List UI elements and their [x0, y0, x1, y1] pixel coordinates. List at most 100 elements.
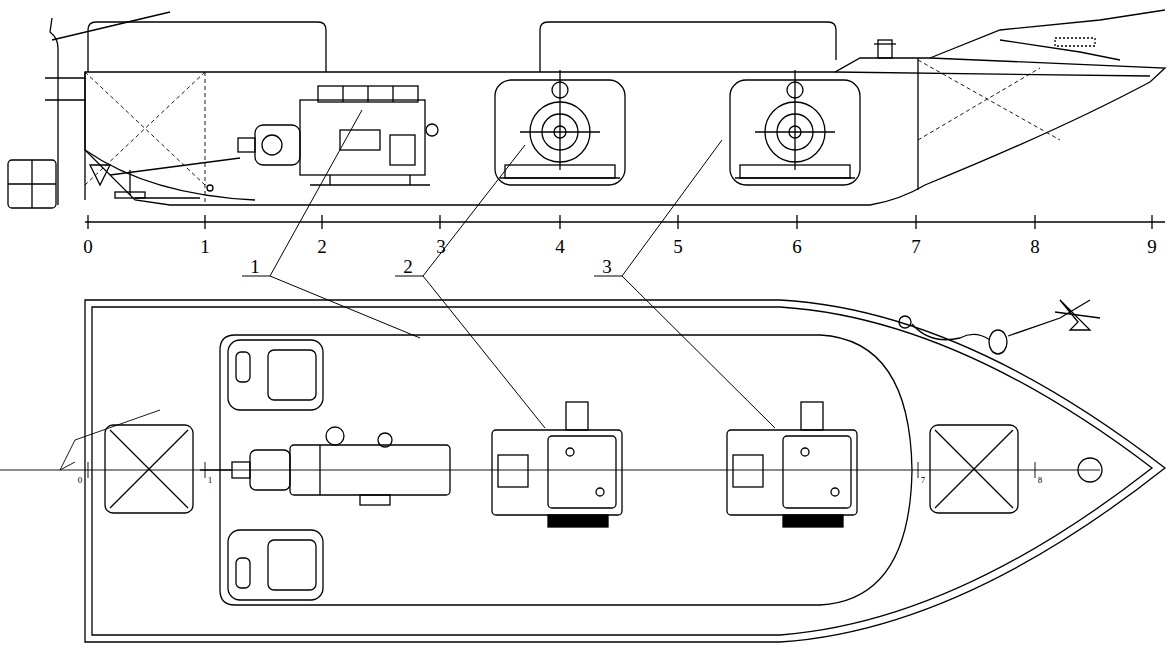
- side-engine: [390, 135, 415, 165]
- frame-scale: [1034, 215, 1035, 229]
- frame-scale: [915, 215, 916, 229]
- side-hull: [84, 72, 85, 200]
- side-railings: [930, 10, 1165, 58]
- side-engine: [426, 124, 438, 136]
- plan-cockpit: [236, 558, 250, 588]
- frame-number: 7: [911, 237, 921, 256]
- side-engine: [238, 86, 438, 185]
- frame-mark: 0: [78, 476, 83, 485]
- plan-hatches: [935, 430, 1013, 508]
- stern-mast: [52, 12, 170, 40]
- side-engine: [255, 125, 300, 165]
- leader-lines: [242, 110, 775, 428]
- side-bitt: [874, 43, 896, 44]
- side-hull: [85, 150, 255, 200]
- plan-winch-a: [566, 402, 588, 430]
- side-railings: [1055, 38, 1095, 46]
- plan-hatches: [110, 430, 188, 508]
- side-winch-a: [505, 165, 615, 178]
- callout-number: 1: [250, 257, 260, 276]
- plan-winch-b: [727, 430, 857, 515]
- plan-engine: [290, 445, 450, 495]
- frame-number: 6: [792, 237, 802, 256]
- frame-number: 9: [1147, 237, 1157, 256]
- plan-cockpit: [236, 352, 250, 382]
- leader-lines: [423, 145, 525, 276]
- plan-winch-a: [498, 455, 528, 487]
- frame-scale: [85, 221, 1165, 222]
- side-hull: [85, 58, 1165, 205]
- plan-bow-fittings: [1078, 458, 1102, 482]
- side-winch-a: [495, 70, 625, 185]
- plan-centerline: [88, 462, 89, 478]
- side-engine: [340, 130, 380, 150]
- plan-centerline: [0, 410, 1100, 478]
- plan-engine: [360, 495, 390, 505]
- plan-hatches: [935, 430, 1013, 508]
- plan-centerline: [60, 410, 160, 470]
- plan-cockpit: [268, 540, 316, 590]
- plan-engine: [378, 433, 392, 447]
- frame-scale: [204, 215, 205, 229]
- plan-centerline: [1035, 462, 1036, 478]
- side-engine: [409, 175, 410, 185]
- plan-centerline: [60, 462, 75, 470]
- callout-number: 3: [602, 257, 612, 276]
- frame-number: 2: [317, 237, 327, 256]
- plan-winch-b: [727, 402, 857, 527]
- side-engine: [392, 86, 393, 102]
- propeller-shaft: [90, 158, 240, 198]
- side-engine: [367, 86, 368, 102]
- side-bitt: [878, 40, 892, 58]
- plan-bow-fittings: [989, 330, 1007, 354]
- plan-engine: [319, 445, 320, 495]
- side-winch-a: [552, 82, 568, 98]
- frame-number: 1: [200, 237, 210, 256]
- plan-winch-a: [596, 488, 604, 496]
- plan-engine: [250, 450, 290, 490]
- plan-bow-fittings: [1008, 300, 1090, 336]
- frame-mark: 7: [921, 476, 926, 485]
- side-engine: [238, 138, 255, 152]
- side-frames: [918, 60, 1060, 140]
- side-engine: [318, 86, 418, 102]
- side-frames: [918, 68, 1040, 140]
- side-hull: [835, 72, 1150, 76]
- plan-winch-a: [548, 515, 608, 527]
- side-winch-b: [740, 165, 850, 178]
- plan-hatches: [105, 425, 193, 513]
- side-railings: [88, 22, 326, 72]
- side-hull: [85, 58, 1165, 205]
- plan-hull: [85, 300, 1165, 642]
- plan-bow-fittings: [899, 300, 1102, 482]
- side-winch-b: [794, 70, 795, 170]
- plan-bow-fittings: [899, 316, 911, 328]
- side-engine: [310, 184, 430, 185]
- plan-engine: [200, 427, 450, 505]
- plan-hull: [85, 300, 1165, 642]
- side-railings: [1000, 40, 1120, 60]
- side-hull: [917, 58, 918, 190]
- leader-lines: [270, 110, 362, 276]
- plan-hatches: [930, 425, 1018, 513]
- frame-number: 3: [436, 237, 446, 256]
- propeller-shaft: [90, 165, 110, 185]
- frame-number: 8: [1030, 237, 1040, 256]
- plan-winch-a: [566, 448, 574, 456]
- frame-mark: 8: [1038, 476, 1043, 485]
- side-engine: [342, 86, 343, 102]
- frame-scale: [85, 215, 1165, 229]
- leader-lines: [622, 140, 722, 276]
- frame-scale: [87, 215, 88, 229]
- plan-centerline: [0, 470, 1100, 471]
- side-frames: [85, 60, 1060, 205]
- leader-lines: [395, 276, 423, 277]
- plan-engine: [232, 462, 250, 478]
- propeller-shaft: [207, 185, 213, 191]
- plan-engine: [200, 469, 232, 470]
- plan-winch-a: [492, 402, 622, 527]
- leader-lines: [622, 276, 775, 428]
- plan-centerline: [918, 462, 919, 478]
